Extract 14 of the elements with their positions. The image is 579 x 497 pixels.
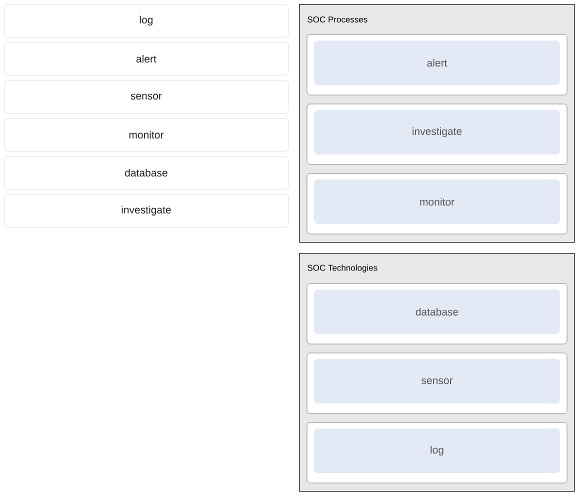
option-card: database xyxy=(4,156,288,190)
option-card: monitor xyxy=(4,118,288,152)
answer-slot: sensor xyxy=(306,352,568,414)
answer-slot: alert xyxy=(306,34,568,96)
panel-heading: SOC Technologies xyxy=(308,264,378,272)
option-card: sensor xyxy=(4,80,288,114)
answer-slot: log xyxy=(306,422,568,484)
answer-slot: investigate xyxy=(306,104,568,165)
panel-heading: SOC Processes xyxy=(308,16,368,22)
answer-slot: monitor xyxy=(306,173,568,234)
option-card: log xyxy=(4,4,288,38)
answer-slot: database xyxy=(306,283,568,344)
option-card: alert xyxy=(4,42,288,76)
option-card: investigate xyxy=(4,194,288,228)
